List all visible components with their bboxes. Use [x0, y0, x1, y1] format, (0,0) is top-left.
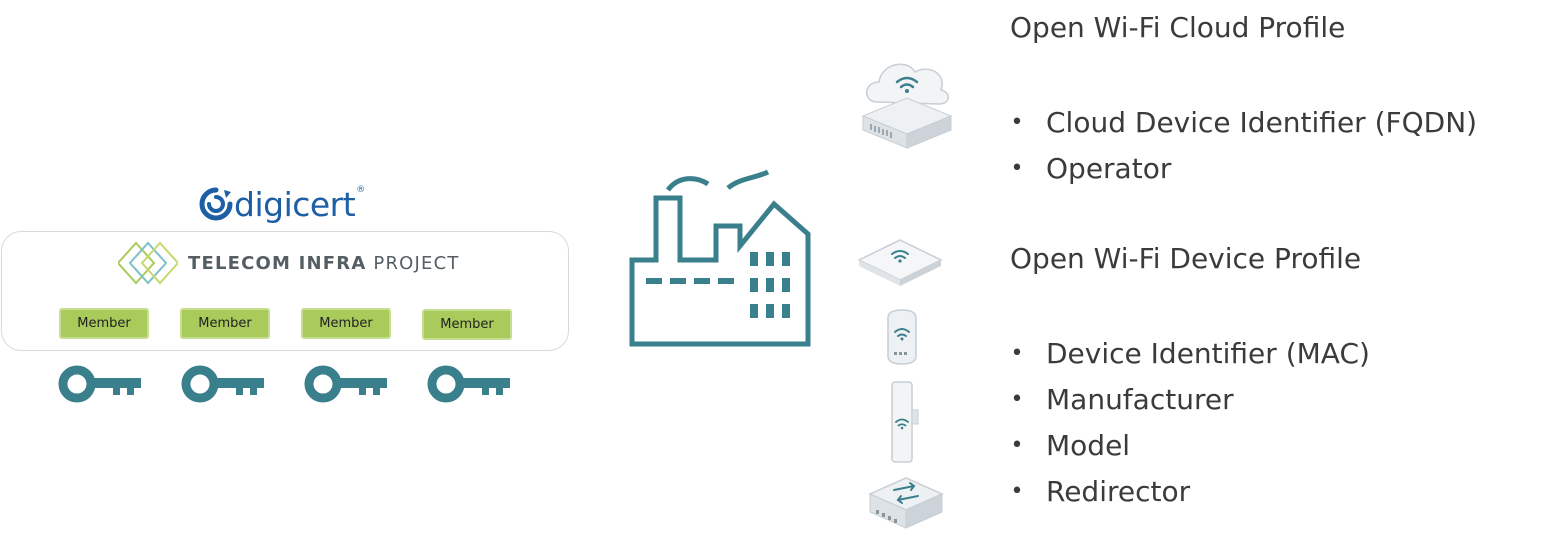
- digicert-logo: digicert ®: [198, 184, 365, 224]
- list-item-label: Model: [1046, 429, 1131, 462]
- cloud-server-icon: [861, 63, 953, 149]
- tip-logo: TELECOM INFRA PROJECT: [118, 240, 460, 286]
- list-item: • Model: [1010, 423, 1370, 469]
- digicert-swirl-icon: [199, 187, 233, 221]
- tip-wordmark: TELECOM INFRA PROJECT: [188, 253, 460, 274]
- bullet-dot: •: [1010, 156, 1024, 181]
- switch-icon: [868, 477, 944, 529]
- list-item: • Operator: [1010, 146, 1477, 192]
- member-badge: Member: [59, 308, 149, 339]
- tip-wordmark-bold: TELECOM INFRA: [188, 252, 367, 274]
- member-badge: Member: [180, 308, 270, 339]
- list-item-label: Device Identifier (MAC): [1046, 337, 1370, 370]
- key-icon: [181, 365, 264, 403]
- cloud-profile-list: • Cloud Device Identifier (FQDN) • Operato…: [1010, 100, 1478, 192]
- factory-icon: [629, 169, 811, 347]
- device-profile-title: Open Wi-Fi Device Profile: [1010, 242, 1362, 275]
- key-icon: [304, 365, 387, 403]
- bullet-dot: •: [1010, 479, 1024, 504]
- bullet-dot: •: [1010, 110, 1024, 135]
- outdoor-access-point-icon: [891, 381, 919, 463]
- ceiling-access-point-icon: [857, 239, 943, 286]
- list-item-label: Manufacturer: [1046, 383, 1234, 416]
- list-item-label: Redirector: [1046, 475, 1191, 508]
- cloud-profile-title: Open Wi-Fi Cloud Profile: [1010, 11, 1346, 44]
- registered-mark: ®: [356, 185, 366, 195]
- member-badge: Member: [422, 309, 512, 340]
- wall-access-point-icon: [887, 309, 917, 365]
- tip-diamond-icon: [118, 241, 178, 285]
- key-icon: [58, 365, 141, 403]
- list-item: • Redirector: [1010, 469, 1370, 515]
- list-item-label: Operator: [1046, 152, 1172, 185]
- list-item: • Device Identifier (MAC): [1010, 331, 1370, 377]
- bullet-dot: •: [1010, 387, 1024, 412]
- key-icon: [427, 365, 510, 403]
- member-badge: Member: [301, 308, 391, 339]
- device-profile-list: • Device Identifier (MAC) • Manufacturer •…: [1010, 331, 1370, 515]
- bullet-dot: •: [1010, 341, 1024, 366]
- bullet-dot: •: [1010, 433, 1024, 458]
- digicert-wordmark: digicert: [234, 184, 356, 224]
- list-item: • Cloud Device Identifier (FQDN): [1010, 100, 1478, 146]
- list-item-label: Cloud Device Identifier (FQDN): [1046, 106, 1478, 139]
- tip-wordmark-light: PROJECT: [373, 252, 460, 274]
- list-item: • Manufacturer: [1010, 377, 1370, 423]
